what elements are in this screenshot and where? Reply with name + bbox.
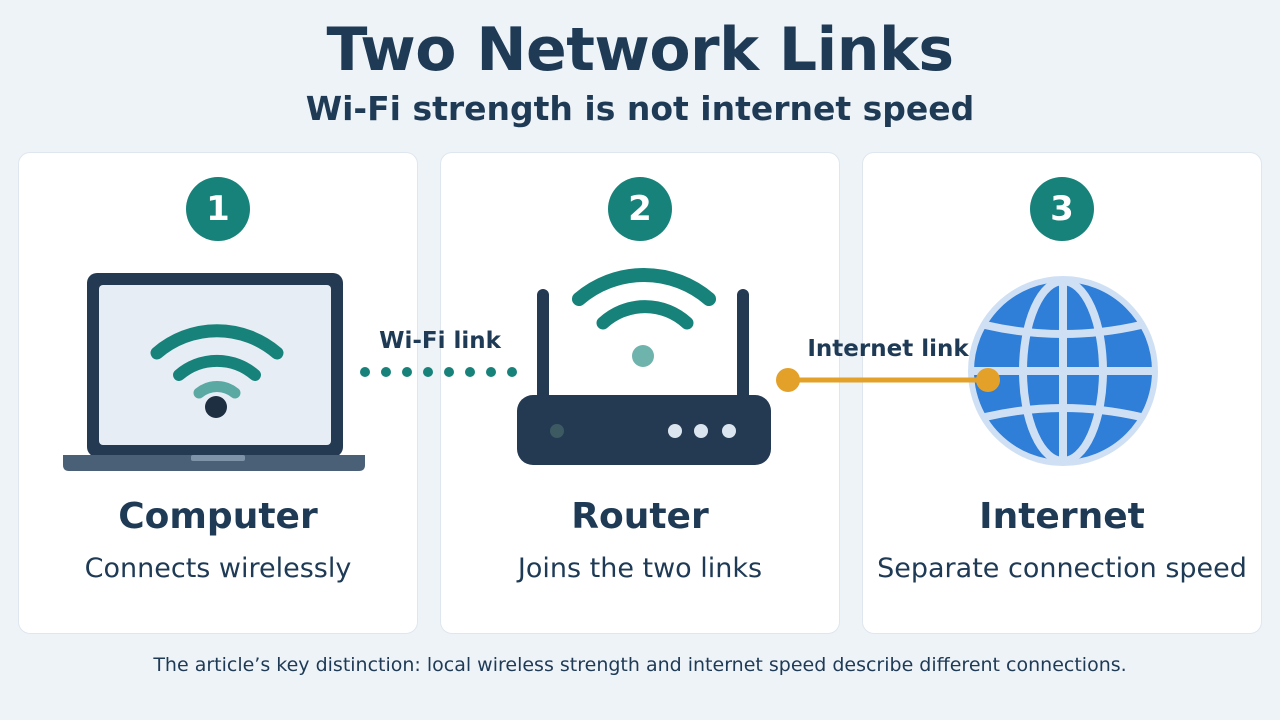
step-description: Connects wirelessly <box>84 553 352 584</box>
step-description: Separate connection speed <box>877 553 1247 584</box>
step-number-badge: 1 <box>186 177 250 241</box>
step-card-computer: 1 Computer Connects wirelessly <box>18 152 418 634</box>
step-card-internet: 3 Internet Separate connection speed <box>862 152 1262 634</box>
step-card-router: 2 Router Joins the two links <box>440 152 840 634</box>
step-title: Internet <box>979 496 1145 537</box>
internet-link-label: Internet link <box>807 336 969 362</box>
internet-link-line <box>776 368 1000 392</box>
page-subtitle: Wi-Fi strength is not internet speed <box>305 89 975 128</box>
wifi-link-dotted-line <box>360 367 517 377</box>
laptop-wifi-icon <box>63 273 365 471</box>
globe-icon <box>968 276 1158 466</box>
step-title: Router <box>571 496 709 537</box>
router-icon <box>517 268 771 465</box>
page-title: Two Network Links <box>326 15 954 85</box>
step-number-badge: 2 <box>608 177 672 241</box>
footer-note: The article’s key distinction: local wir… <box>153 654 1127 676</box>
wifi-link-label: Wi-Fi link <box>379 328 501 354</box>
step-title: Computer <box>118 496 318 537</box>
step-description: Joins the two links <box>517 553 763 584</box>
step-number-badge: 3 <box>1030 177 1094 241</box>
